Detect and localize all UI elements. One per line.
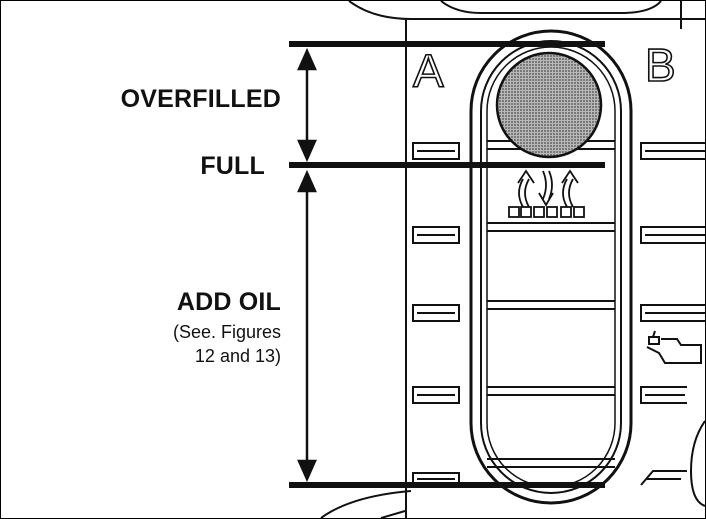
full-label: FULL xyxy=(200,152,265,180)
float-ball xyxy=(495,51,603,159)
level-lines xyxy=(289,41,605,488)
housing-outline xyxy=(320,1,705,518)
add-oil-note-line1: (See. Figures xyxy=(172,322,281,342)
right-slots xyxy=(640,142,705,486)
dimension-arrows xyxy=(297,47,317,483)
oil-flow-arrows-icon xyxy=(508,169,585,218)
add-oil-note-line2: 12 and 13) xyxy=(194,346,281,366)
mark-a: A xyxy=(413,45,444,97)
oil-can-icon xyxy=(646,330,702,364)
overfilled-label: OVERFILLED xyxy=(120,85,281,113)
mark-b: B xyxy=(645,39,676,91)
left-slots xyxy=(412,142,460,485)
add-oil-label: ADD OIL xyxy=(176,288,281,316)
